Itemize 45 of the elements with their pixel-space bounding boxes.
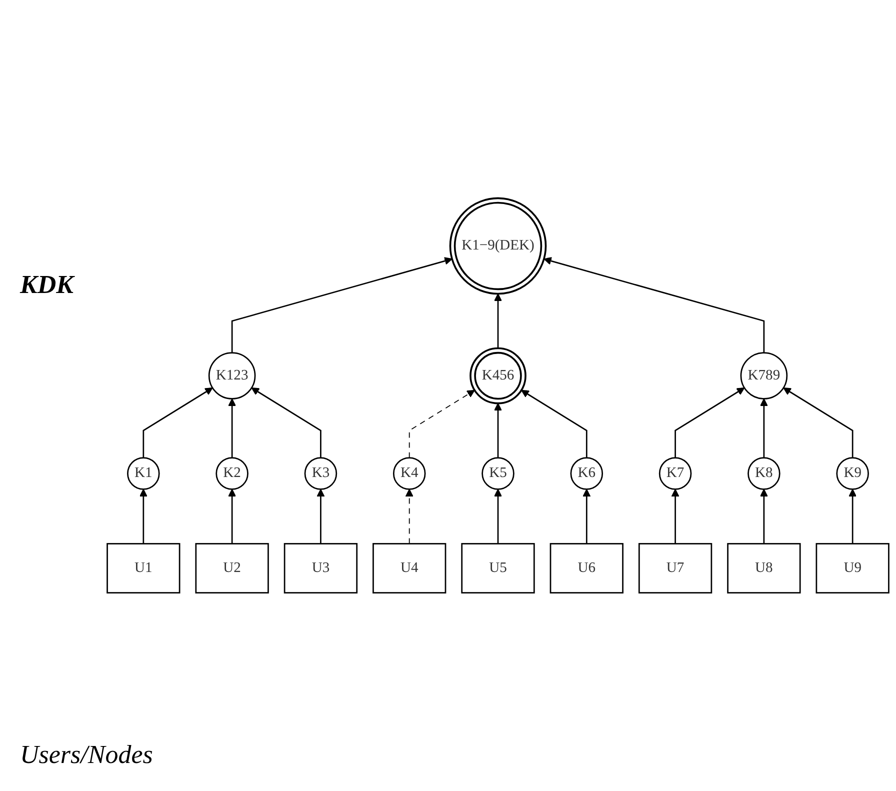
node-circle: K6 — [570, 457, 604, 490]
arrow — [251, 387, 322, 458]
arrow — [760, 398, 768, 458]
node-box: U2 — [195, 543, 269, 594]
arrow — [544, 257, 765, 353]
arrow — [228, 488, 236, 544]
node-circle: K7 — [658, 457, 692, 490]
node-circle: K456 — [470, 347, 526, 404]
node-circle: K2 — [216, 457, 248, 490]
arrow — [760, 488, 768, 544]
arrow — [139, 488, 148, 544]
node-box: U7 — [638, 543, 712, 594]
arrow — [521, 390, 588, 458]
node-circle: K9 — [836, 457, 869, 490]
node-circle: K789 — [740, 352, 788, 400]
arrow — [142, 387, 213, 458]
arrow — [582, 488, 591, 544]
node-circle: K8 — [748, 457, 780, 490]
node-box: U4 — [372, 543, 446, 594]
arrow — [783, 387, 854, 458]
node-circle: K1−9(DEK) — [449, 197, 547, 295]
arrow — [231, 257, 452, 353]
arrow — [316, 488, 325, 544]
arrow — [494, 293, 502, 348]
node-circle: K5 — [482, 457, 514, 490]
node-box: U3 — [284, 543, 358, 594]
node-circle: K4 — [392, 457, 426, 490]
arrow — [408, 390, 475, 458]
arrow — [494, 402, 502, 458]
node-box: U8 — [727, 543, 801, 594]
arrow — [848, 488, 857, 544]
annotation-label: KDK — [20, 270, 74, 300]
node-circle: K123 — [208, 352, 256, 400]
arrow — [405, 488, 414, 544]
node-box: U1 — [106, 543, 180, 594]
node-circle: K1 — [127, 457, 160, 490]
annotation-label: Users/Nodes — [20, 740, 153, 770]
node-box: U5 — [461, 543, 535, 594]
node-circle: K3 — [304, 457, 338, 490]
arrow — [671, 488, 680, 544]
arrow — [674, 387, 745, 458]
node-box: U6 — [550, 543, 624, 594]
arrow — [228, 398, 236, 458]
node-box: U9 — [816, 543, 890, 594]
arrow — [494, 488, 502, 544]
